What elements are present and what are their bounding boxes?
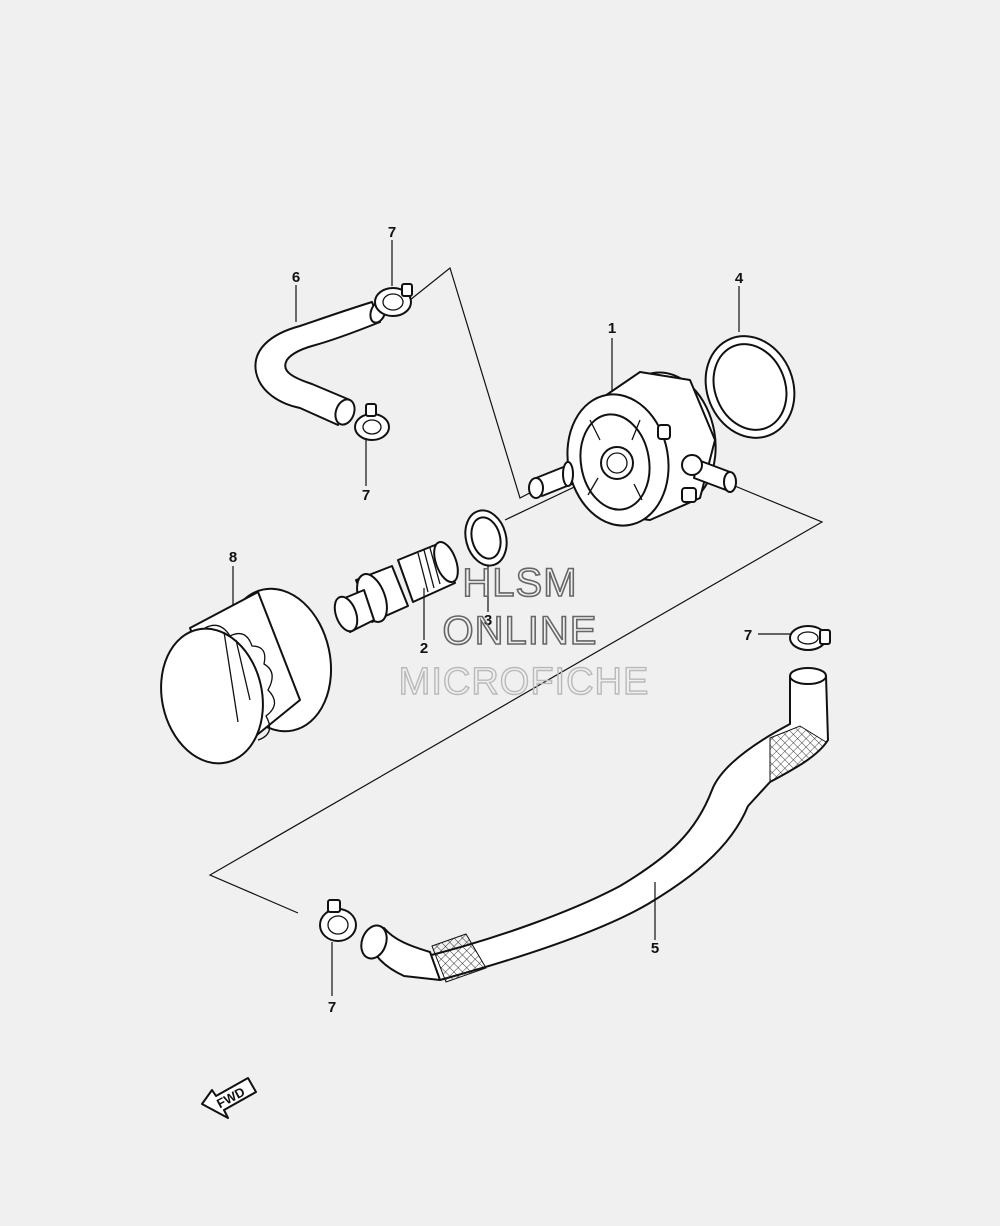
watermark-line-1: HLSM bbox=[462, 561, 577, 605]
callout-7-right: 7 bbox=[744, 627, 752, 644]
hose-clamp-bottom bbox=[319, 899, 357, 942]
callout-3: 3 bbox=[484, 612, 492, 629]
o-ring-small bbox=[464, 509, 508, 567]
callout-5: 5 bbox=[651, 940, 659, 957]
callout-7-left: 7 bbox=[362, 487, 370, 504]
callout-7-top: 7 bbox=[388, 224, 396, 241]
fwd-arrow-icon: FWD bbox=[201, 1077, 257, 1119]
watermark-line-3: MICROFICHE bbox=[399, 661, 650, 703]
callout-2: 2 bbox=[420, 640, 428, 657]
callout-labels: 1 4 6 7 7 7 7 8 2 3 5 bbox=[229, 224, 752, 1016]
hose-clamp-upper bbox=[374, 283, 413, 317]
watermark-line-2: ONLINE bbox=[443, 609, 598, 653]
callout-1: 1 bbox=[608, 320, 616, 337]
union-bolt bbox=[333, 540, 459, 633]
oil-cooler bbox=[528, 371, 737, 527]
watermark: HLSM ONLINE MICROFICHE bbox=[398, 560, 650, 704]
lower-hose bbox=[360, 667, 829, 983]
callout-7-bottom: 7 bbox=[328, 999, 336, 1016]
callout-8: 8 bbox=[229, 549, 237, 566]
o-ring-large bbox=[704, 335, 796, 439]
callout-4: 4 bbox=[735, 270, 744, 287]
hose-clamp-lower-left bbox=[354, 403, 390, 441]
oil-filter bbox=[160, 587, 333, 765]
callout-leaders bbox=[232, 240, 792, 996]
callout-6: 6 bbox=[292, 269, 300, 286]
hose-clamp-right bbox=[789, 625, 831, 651]
